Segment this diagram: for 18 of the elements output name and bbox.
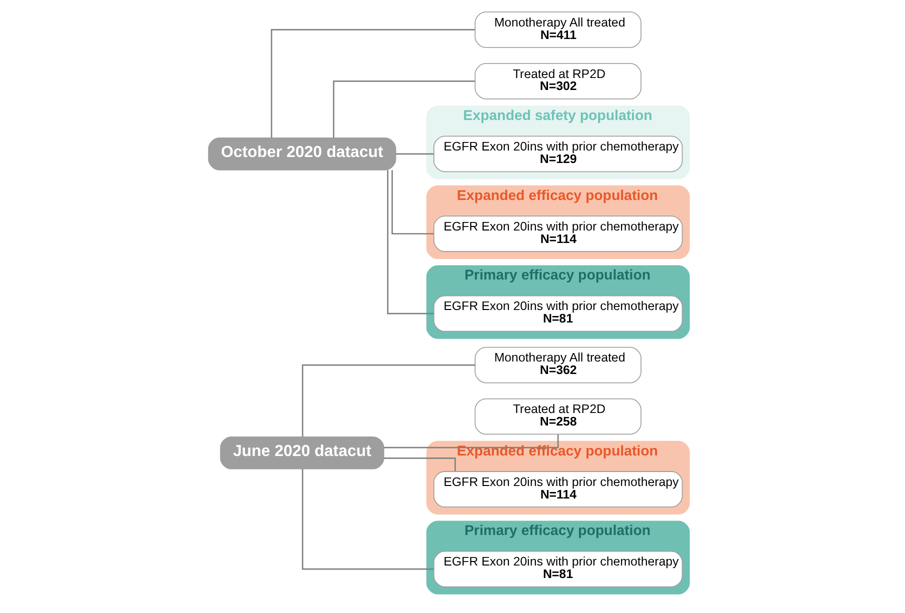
node-box: EGFR Exon 20ins with prior chemotherapy N=81	[433, 295, 683, 332]
node-box: EGFR Exon 20ins with prior chemotherapy N=81	[433, 550, 683, 588]
connector	[392, 170, 434, 234]
node-box: June 2020 datacut	[220, 436, 384, 470]
node-box: EGFR Exon 20ins with prior chemotherapy N=114	[433, 471, 683, 508]
node-box: Treated at RP2D N=258	[474, 398, 642, 435]
node-box: EGFR Exon 20ins with prior chemotherapy N=129	[433, 136, 683, 172]
connector	[302, 469, 434, 570]
connector	[270, 29, 475, 138]
node-box: October 2020 datacut	[208, 138, 396, 170]
node-box: EGFR Exon 20ins with prior chemotherapy N=114	[433, 216, 683, 252]
node-box: Treated at RP2D N=302	[474, 63, 642, 100]
node-box: Monotherapy All treated N=362	[474, 346, 642, 384]
connector	[302, 364, 476, 437]
connector	[396, 153, 434, 155]
connector	[332, 80, 475, 138]
node-box: Monotherapy All treated N=411	[474, 12, 642, 48]
connector	[387, 170, 434, 314]
